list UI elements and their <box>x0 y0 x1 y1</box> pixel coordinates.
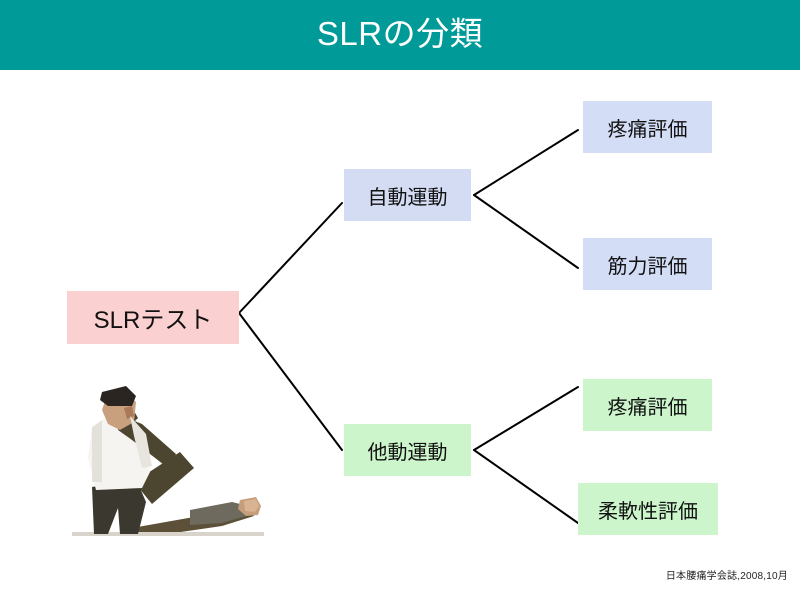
node-leaf-passive-pain-evaluation[interactable]: 疼痛評価 <box>583 379 712 431</box>
connector-passive-to-flex <box>473 449 579 524</box>
connector-passive-to-pain <box>473 386 579 451</box>
connector-root-to-active <box>238 202 343 314</box>
source-credit: 日本腰痛学会誌,2008,10月 <box>665 571 788 582</box>
page-title: SLRの分類 <box>316 15 484 52</box>
connector-active-to-strength <box>473 194 579 269</box>
node-leaf-active-pain-evaluation[interactable]: 疼痛評価 <box>583 101 712 153</box>
node-root-slr-test[interactable]: SLRテスト <box>67 291 239 344</box>
node-branch-active-movement[interactable]: 自動運動 <box>344 169 471 221</box>
title-bar <box>0 0 800 70</box>
connector-active-to-pain <box>473 129 579 196</box>
slr-test-photo <box>72 382 264 540</box>
node-leaf-passive-flexibility-evaluation[interactable]: 柔軟性評価 <box>578 483 718 535</box>
node-leaf-active-strength-evaluation[interactable]: 筋力評価 <box>583 238 712 290</box>
node-branch-passive-movement[interactable]: 他動運動 <box>344 424 471 476</box>
